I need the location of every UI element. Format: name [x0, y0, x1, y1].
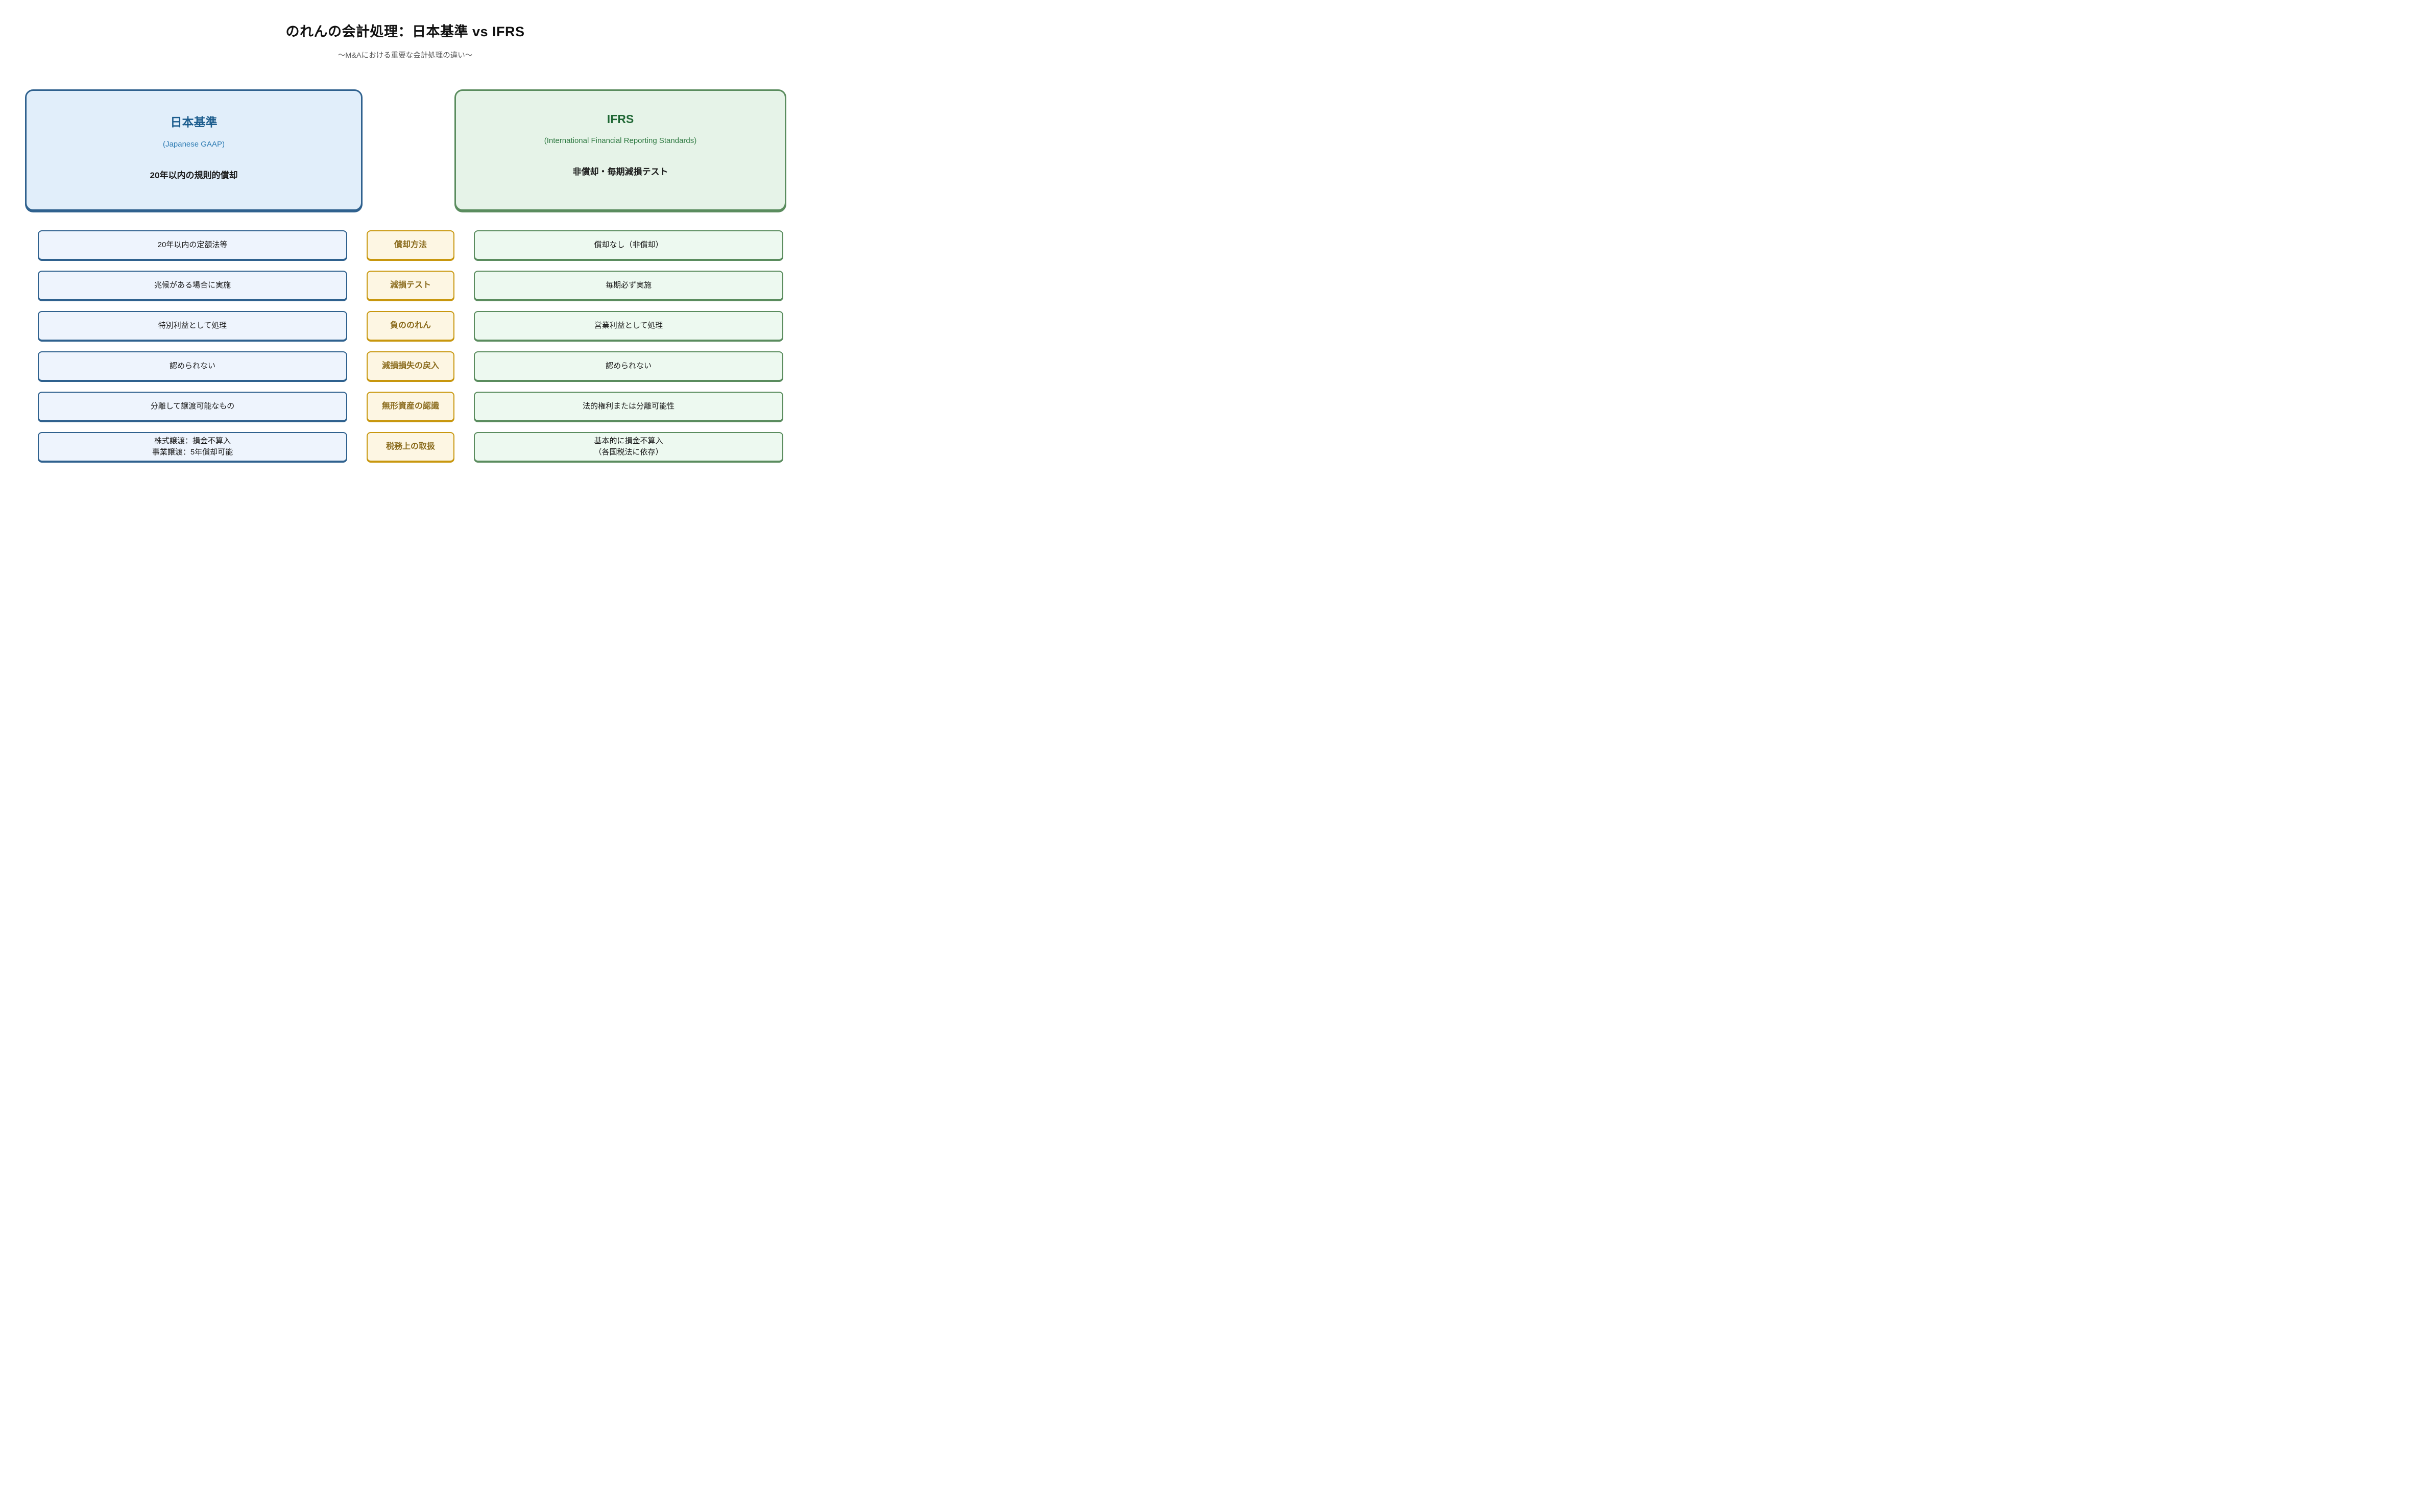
jgaap-panel-heading: 日本基準: [170, 115, 218, 129]
negative-goodwill-jgaap-cell: 特別利益として処理: [38, 311, 347, 341]
impairment-test-ifrs-cell: 毎期必ず実施: [474, 271, 783, 300]
ifrs-panel-summary: 非償却・毎期減損テスト: [572, 167, 668, 177]
tax-treatment-ifrs-cell: 基本的に損金不算入 （各国税法に依存）: [474, 432, 783, 462]
amortization-method-ifrs-cell: 償却なし（非償却）: [474, 230, 783, 260]
negative-goodwill-label: 負ののれん: [367, 311, 454, 341]
jgaap-panel: 日本基準 (Japanese GAAP) 20年以内の規則的償却: [25, 89, 363, 211]
intangible-recognition-ifrs-cell: 法的権利または分離可能性: [474, 392, 783, 421]
tax-treatment-jgaap-cell: 株式譲渡：損金不算入 事業譲渡：5年償却可能: [38, 432, 347, 462]
impairment-test-label: 減損テスト: [367, 271, 454, 300]
negative-goodwill-ifrs-cell: 営業利益として処理: [474, 311, 783, 341]
intangible-recognition-jgaap-cell: 分離して譲渡可能なもの: [38, 392, 347, 421]
page-subtitle: 〜M&Aにおける重要な会計処理の違い〜: [338, 52, 473, 60]
impairment-test-jgaap-cell: 兆候がある場合に実施: [38, 271, 347, 300]
page-title: のれんの会計処理：日本基準 vs IFRS: [285, 24, 525, 39]
jgaap-panel-subheading: (Japanese GAAP): [163, 140, 225, 149]
jgaap-panel-summary: 20年以内の規則的償却: [150, 171, 238, 180]
tax-treatment-label: 税務上の取扱: [367, 432, 454, 462]
impairment-reversal-jgaap-cell: 認められない: [38, 351, 347, 381]
impairment-reversal-label: 減損損失の戻入: [367, 351, 454, 381]
amortization-method-label: 償却方法: [367, 230, 454, 260]
goodwill-comparison-diagram: のれんの会計処理：日本基準 vs IFRS 〜M&Aにおける重要な会計処理の違い…: [0, 0, 810, 504]
ifrs-panel-heading: IFRS: [607, 112, 634, 126]
ifrs-panel: IFRS (International Financial Reporting …: [454, 89, 786, 211]
comparison-rows: 20年以内の定額法等 償却方法 償却なし（非償却） 兆候がある場合に実施 減損テ…: [38, 230, 783, 462]
intangible-recognition-label: 無形資産の認識: [367, 392, 454, 421]
amortization-method-jgaap-cell: 20年以内の定額法等: [38, 230, 347, 260]
ifrs-panel-subheading: (International Financial Reporting Stand…: [544, 136, 697, 145]
impairment-reversal-ifrs-cell: 認められない: [474, 351, 783, 381]
